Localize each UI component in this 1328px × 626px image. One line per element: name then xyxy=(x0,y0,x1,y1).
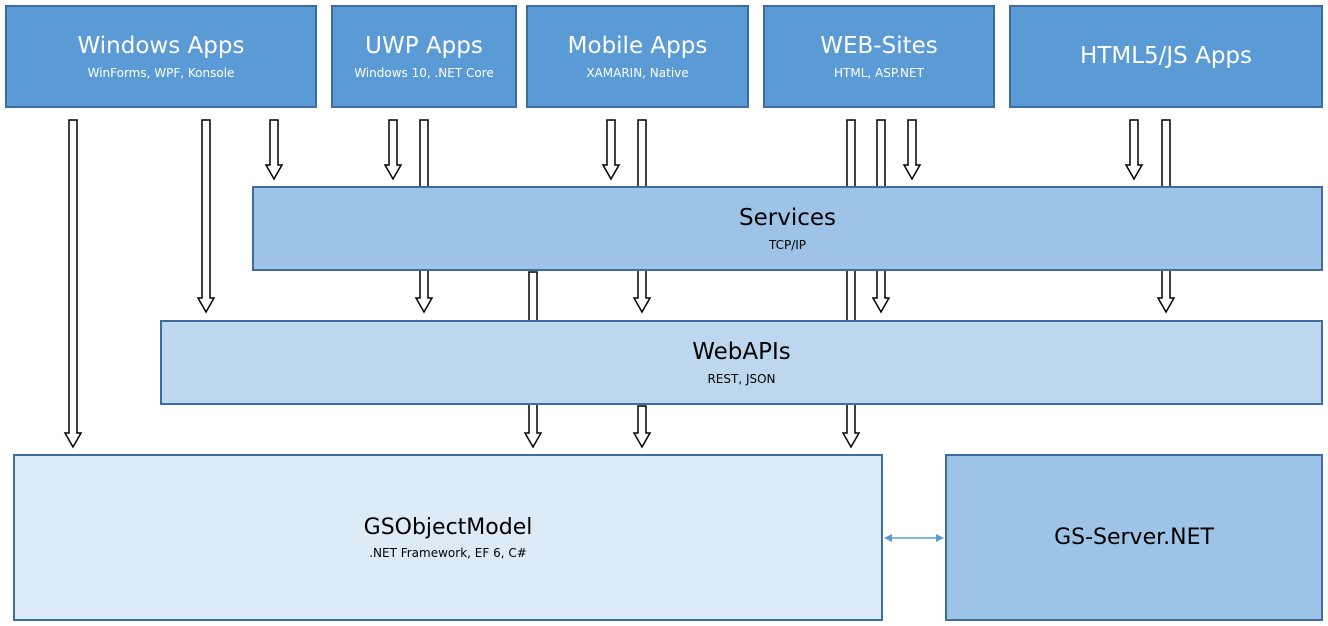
windows-apps-title: Windows Apps xyxy=(77,33,245,60)
services-subtitle: TCP/IP xyxy=(768,237,807,252)
services-title: Services xyxy=(739,205,836,232)
web-sites-box: WEB-Sites HTML, ASP.NET xyxy=(763,5,995,108)
windows-apps-box: Windows Apps WinForms, WPF, Konsole xyxy=(5,5,317,108)
web-sites-title: WEB-Sites xyxy=(820,33,938,60)
gsobjectmodel-box: GSObjectModel .NET Framework, EF 6, C# xyxy=(13,454,883,621)
down-arrow-6 xyxy=(601,119,621,181)
down-arrow-10 xyxy=(902,119,922,181)
uwp-apps-title: UWP Apps xyxy=(365,33,483,60)
html5-js-apps-box: HTML5/JS Apps xyxy=(1009,5,1323,108)
bidirectional-connector xyxy=(884,534,944,542)
down-arrow-3 xyxy=(264,119,284,181)
down-arrow-4 xyxy=(383,119,403,181)
webapis-title: WebAPIs xyxy=(692,339,791,366)
gs-server-box: GS-Server.NET xyxy=(945,454,1323,621)
gs-server-title: GS-Server.NET xyxy=(1054,524,1214,550)
down-arrow-14 xyxy=(632,405,652,449)
gsobjectmodel-title: GSObjectModel xyxy=(363,514,533,540)
services-box: Services TCP/IP xyxy=(252,186,1323,271)
windows-apps-subtitle: WinForms, WPF, Konsole xyxy=(87,65,235,80)
html5-js-apps-title: HTML5/JS Apps xyxy=(1080,43,1252,70)
uwp-apps-subtitle: Windows 10, .NET Core xyxy=(354,65,494,80)
mobile-apps-subtitle: XAMARIN, Native xyxy=(586,65,689,80)
down-arrow-11 xyxy=(1124,119,1144,181)
gsobjectmodel-subtitle: .NET Framework, EF 6, C# xyxy=(369,546,527,561)
down-arrow-1 xyxy=(63,119,83,449)
mobile-apps-title: Mobile Apps xyxy=(567,33,708,60)
down-arrow-2 xyxy=(196,119,216,314)
mobile-apps-box: Mobile Apps XAMARIN, Native xyxy=(526,5,749,108)
web-sites-subtitle: HTML, ASP.NET xyxy=(834,65,924,80)
uwp-apps-box: UWP Apps Windows 10, .NET Core xyxy=(331,5,517,108)
webapis-box: WebAPIs REST, JSON xyxy=(160,320,1323,405)
webapis-subtitle: REST, JSON xyxy=(707,371,776,386)
